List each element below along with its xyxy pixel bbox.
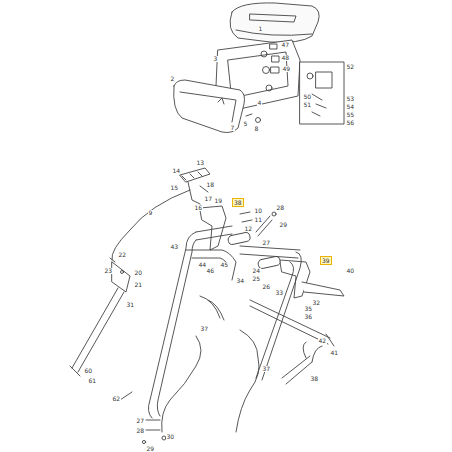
callout-number: 60 [84, 368, 93, 374]
callout-number: 2 [170, 76, 175, 82]
callout-number: 41 [330, 350, 339, 356]
callout-number: 24 [252, 268, 261, 274]
callout-number: 27 [136, 418, 145, 424]
callout-number: 21 [134, 282, 143, 288]
callout-number: 36 [304, 314, 313, 320]
callout-number: 31 [126, 302, 135, 308]
callout-number: 45 [220, 262, 229, 268]
callout-number: 7 [230, 125, 235, 131]
callout-number: 61 [88, 378, 97, 384]
callout-number: 4 [257, 100, 262, 106]
callout-number: 15 [170, 185, 179, 191]
callout-number: 27 [262, 240, 271, 246]
callout-number: 39 [322, 257, 330, 264]
callout-number: 53 [346, 96, 355, 102]
highlighted-callout: 38 [232, 198, 244, 207]
callout-number: 9 [148, 210, 153, 216]
callout-number: 52 [346, 64, 355, 70]
callout-number: 42 [318, 338, 327, 344]
callout-number: 30 [166, 434, 175, 440]
callout-number: 20 [134, 270, 143, 276]
callout-number: 28 [276, 205, 285, 211]
callout-number: 55 [346, 112, 355, 118]
callout-number: 22 [118, 252, 127, 258]
callout-number: 5 [243, 121, 248, 127]
callout-number: 8 [254, 126, 259, 132]
callout-number: 23 [104, 268, 113, 274]
callout-number: 51 [303, 102, 312, 108]
callout-number: 32 [312, 300, 321, 306]
callout-number: 34 [236, 278, 245, 284]
callout-number: 43 [170, 244, 179, 250]
callout-number: 13 [196, 160, 205, 166]
callout-number: 56 [346, 120, 355, 126]
callout-number: 37 [262, 366, 271, 372]
callout-number: 28 [136, 428, 145, 434]
callout-number: 18 [206, 182, 215, 188]
callout-number: 3 [213, 56, 218, 62]
highlighted-callout: 39 [320, 256, 332, 265]
callout-number: 40 [346, 268, 355, 274]
callout-number: 35 [304, 306, 313, 312]
callout-number: 29 [279, 222, 288, 228]
callout-number: 48 [281, 55, 290, 61]
callout-number: 19 [214, 198, 223, 204]
callout-number: 29 [146, 446, 155, 452]
callout-number: 12 [244, 226, 253, 232]
callout-number: 11 [254, 217, 263, 223]
callout-number: 33 [275, 290, 284, 296]
callout-number: 25 [252, 276, 261, 282]
callout-number: 38 [310, 376, 319, 382]
callout-number: 54 [346, 104, 355, 110]
callout-number: 38 [234, 199, 242, 206]
callout-number: 62 [112, 396, 121, 402]
callout-number: 49 [282, 66, 291, 72]
callout-number: 16 [194, 205, 203, 211]
callout-number: 47 [281, 42, 290, 48]
callout-number: 1 [258, 26, 263, 32]
callout-number: 37 [200, 326, 209, 332]
callout-number: 26 [262, 284, 271, 290]
callout-number: 46 [206, 268, 215, 274]
callout-number: 17 [204, 196, 213, 202]
callout-number: 14 [172, 168, 181, 174]
callout-number: 10 [254, 208, 263, 214]
callout-number: 50 [303, 94, 312, 100]
